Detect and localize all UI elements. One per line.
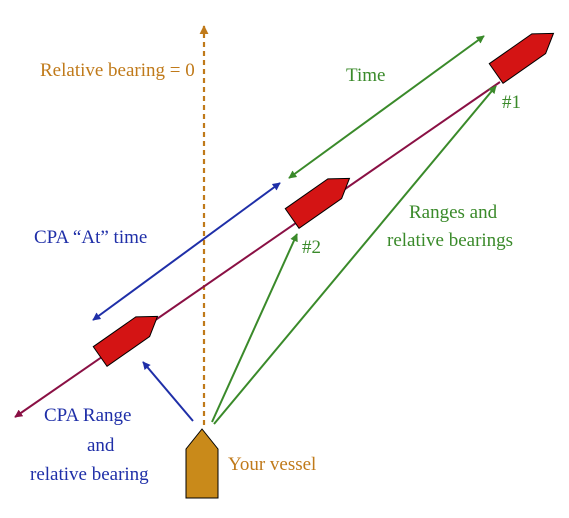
contact-1-label: #1 xyxy=(502,92,521,113)
range-arrow-contact-1 xyxy=(213,85,497,425)
cpa-at-time-arrow xyxy=(92,182,281,321)
contact-1-ship-icon xyxy=(488,32,555,85)
contact-2-ship-icon xyxy=(284,177,351,230)
relative-bearing-zero-label: Relative bearing = 0 xyxy=(40,60,195,81)
cpa-range-arrow xyxy=(142,361,194,422)
contact-2-label: #2 xyxy=(302,237,321,258)
your-vessel-label: Your vessel xyxy=(228,454,316,475)
cpa-range-label-line-1: CPA Range xyxy=(44,405,131,426)
cpa-at-time-label: CPA “At” time xyxy=(34,227,147,248)
ranges-label-line-2: relative bearings xyxy=(387,230,513,251)
time-label: Time xyxy=(346,65,385,86)
range-arrow-contact-2 xyxy=(211,233,298,423)
own-vessel-icon xyxy=(185,428,219,499)
contact-cpa-ship-icon xyxy=(92,315,159,368)
cpa-range-label-line-2: and xyxy=(87,435,115,456)
ranges-label-line-1: Ranges and xyxy=(409,202,498,223)
cpa-range-label-line-3: relative bearing xyxy=(30,464,149,485)
time-arrow xyxy=(288,35,485,179)
